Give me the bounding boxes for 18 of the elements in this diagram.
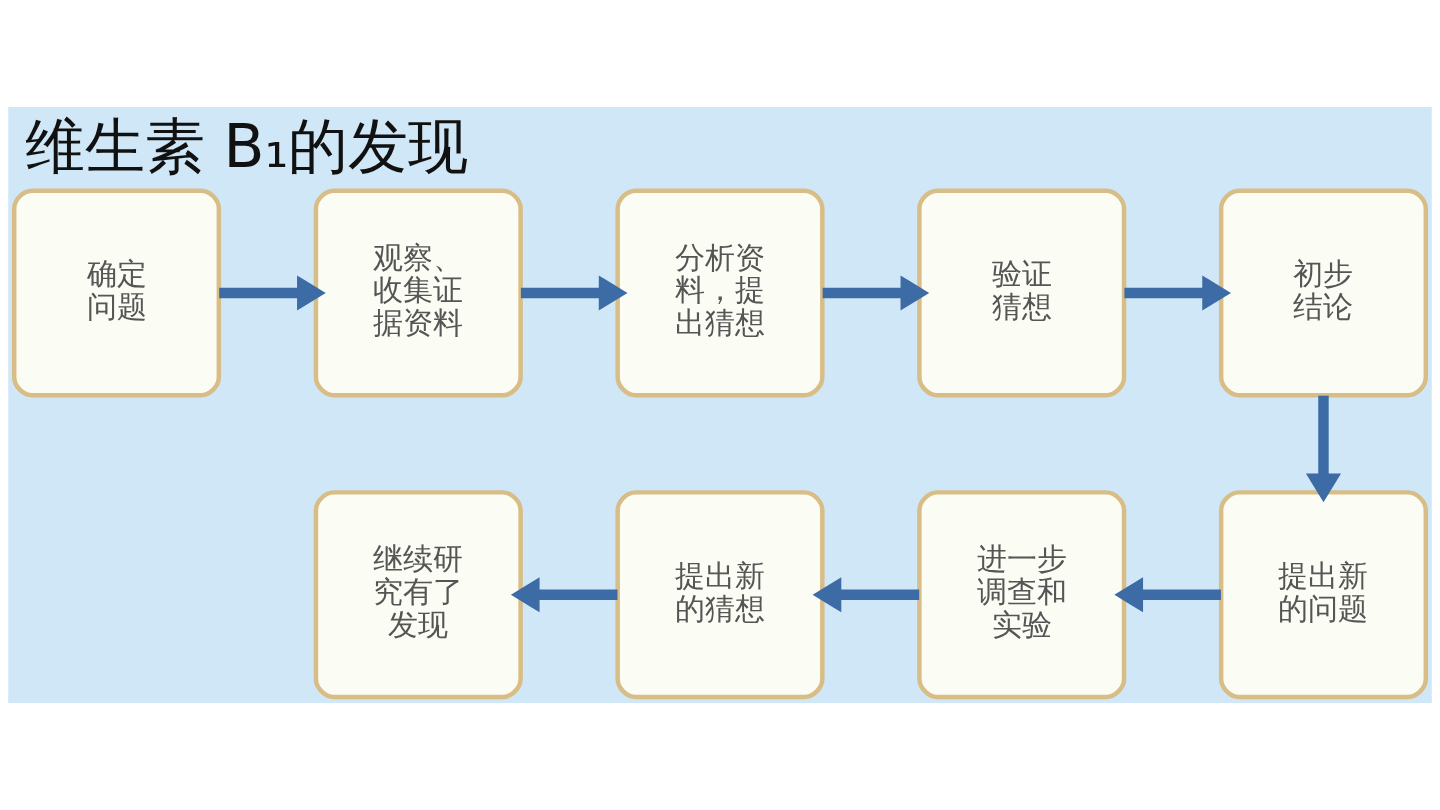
node-box: 验证猜想 — [917, 188, 1127, 398]
arrow — [1124, 275, 1231, 311]
arrow — [219, 275, 326, 311]
node-box: 确定问题 — [11, 188, 222, 398]
node-box: 提出新的问题 — [1218, 490, 1429, 700]
arrow — [510, 577, 618, 613]
diagram-title: 维生素 B₁的发现 — [24, 111, 469, 181]
arrow — [822, 275, 930, 311]
node-box: 初步结论 — [1218, 188, 1429, 398]
node-box: 提出新的猜想 — [615, 490, 825, 700]
arrow — [520, 275, 628, 311]
arrow — [812, 577, 920, 613]
arrow — [1114, 577, 1221, 613]
node-box: 继续研究有了发现 — [313, 490, 523, 700]
node-box: 观察、收集证据资料 — [313, 188, 523, 398]
arrow — [1305, 395, 1342, 503]
node-box: 分析资料，提出猜想 — [615, 188, 825, 398]
node-box: 进一步调查和实验 — [917, 490, 1127, 700]
